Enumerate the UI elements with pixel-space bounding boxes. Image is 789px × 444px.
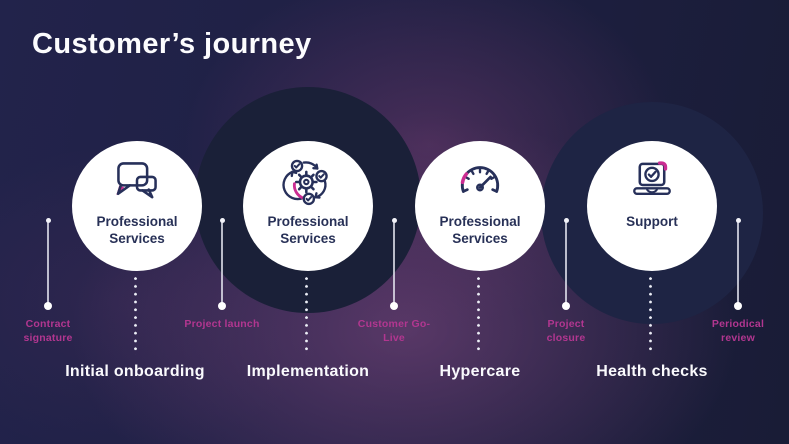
step-circle-implementation: Professional Services <box>243 141 373 271</box>
milestone-label: Contract signature <box>23 318 73 345</box>
milestone-label: Periodical review <box>711 318 765 345</box>
dotted-connector <box>477 277 480 355</box>
dotted-connector <box>134 277 137 355</box>
chat-bubbles-icon <box>116 162 157 199</box>
milestone-top-dot <box>219 218 225 223</box>
milestone-line <box>221 222 223 303</box>
milestone-line <box>47 222 49 303</box>
dotted-connector <box>649 277 652 355</box>
milestone-label: Project closure <box>546 318 586 345</box>
milestone-dot <box>562 302 570 310</box>
gauge-icon <box>460 166 500 193</box>
step-circle-initial-onboarding: Professional Services <box>72 141 202 271</box>
milestone-dot <box>390 302 398 310</box>
milestone-periodical-review: Periodical review <box>693 218 783 345</box>
step-circle-health-checks: Support <box>587 141 717 271</box>
milestone-top-dot <box>45 218 51 223</box>
milestone-line <box>737 222 739 303</box>
milestone-contract-signature: Contract signature <box>3 218 93 345</box>
process-sync-icon <box>282 159 328 206</box>
phase-label-initial-onboarding: Initial onboarding <box>65 363 205 380</box>
page-title: Customer’s journey <box>32 28 312 60</box>
milestone-dot <box>218 302 226 310</box>
phase-label-health-checks: Health checks <box>596 363 708 380</box>
milestone-dot <box>44 302 52 310</box>
step-label: Professional Services <box>96 214 178 247</box>
step-label: Professional Services <box>267 214 349 247</box>
phase-label-hypercare: Hypercare <box>439 363 521 380</box>
milestone-line <box>565 222 567 303</box>
phase-label-implementation: Implementation <box>246 363 370 380</box>
step-circle-hypercare: Professional Services <box>415 141 545 271</box>
dotted-connector <box>305 277 308 355</box>
milestone-project-closure: Project closure <box>521 218 611 345</box>
step-label: Professional Services <box>439 214 521 247</box>
milestone-top-dot <box>563 218 569 223</box>
milestone-line <box>393 222 395 303</box>
milestone-top-dot <box>735 218 741 223</box>
milestone-label: Project launch <box>184 318 260 330</box>
step-label: Support <box>626 214 678 229</box>
milestone-top-dot <box>391 218 397 223</box>
milestone-project-launch: Project launch <box>177 218 267 331</box>
milestone-customer-go-live: Customer Go-Live <box>349 218 439 345</box>
milestone-label: Customer Go-Live <box>357 318 431 345</box>
milestone-dot <box>734 302 742 310</box>
laptop-check-icon <box>633 161 671 195</box>
